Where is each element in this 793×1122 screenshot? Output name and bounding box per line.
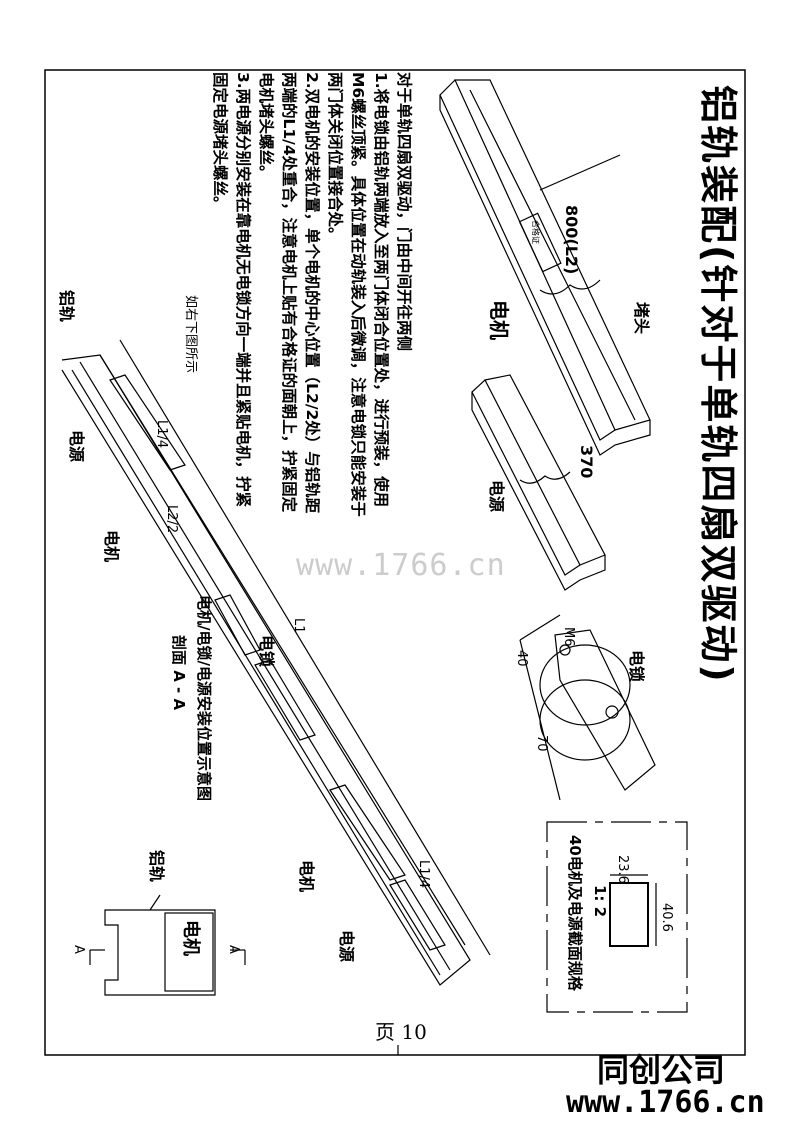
motor-length-label: 800(L2) bbox=[562, 205, 581, 275]
cross-section-rail-label: 铝轨 bbox=[147, 850, 166, 883]
note-line: 对于单轨四扇双驱动，门由中间开往两侧 bbox=[395, 72, 413, 352]
assembly-notes: 对于单轨四扇双驱动，门由中间开往两侧 1.将电锁由铝轨两端放入至两门体闭合位置处… bbox=[208, 72, 415, 517]
see-figure-note: 如右下图所示 bbox=[183, 295, 198, 374]
certificate-sticker: 合格证 bbox=[531, 220, 540, 244]
l1-quarter-right-label: L1/4 bbox=[416, 860, 431, 889]
end-cap-label: 堵头 bbox=[632, 302, 651, 335]
rail-label: 铝轨 bbox=[57, 290, 76, 323]
power-label: 电源 bbox=[487, 480, 506, 513]
power-part-drawing bbox=[471, 374, 606, 591]
power-right-label: 电源 bbox=[337, 930, 356, 963]
l1-label: L1 bbox=[291, 618, 306, 634]
lock-label: 电锁 bbox=[627, 650, 646, 683]
note-line: 电机堵头螺丝。 bbox=[257, 72, 275, 181]
profile-spec-drawing bbox=[546, 821, 688, 1013]
lock-position-label: 电锁 bbox=[257, 635, 276, 668]
section-arrow-left: A bbox=[71, 945, 86, 954]
lock-width-label: 40 bbox=[514, 650, 529, 667]
assembly-caption: 电机/电锁/电源安装位置示意图 bbox=[195, 595, 213, 801]
cross-section-motor-label: 电机 bbox=[180, 920, 201, 956]
brand-name: 同创公司 bbox=[597, 1051, 726, 1089]
note-line: 两门体关闭位置接合处。 bbox=[326, 72, 344, 243]
profile-caption: 40电机及电源截面规格 bbox=[566, 835, 584, 991]
profile-scale: 1: 2 bbox=[591, 885, 609, 918]
motor-left-label: 电机 bbox=[102, 530, 121, 563]
note-line: M6螺丝顶紧。具体位置在动轨装入后微调，注意电锁只能安装于 bbox=[349, 72, 367, 517]
note-line: 2.双电机的安装位置，单个电机的中心位置（L2/2处）与铝轨距 bbox=[303, 72, 321, 514]
note-line: 固定电源堵头螺丝。 bbox=[211, 72, 229, 212]
motor-right-label: 电机 bbox=[297, 860, 316, 893]
cross-section-drawing bbox=[89, 894, 246, 996]
lock-length-label: 70 bbox=[534, 735, 549, 752]
brand-site: www.1766.cn bbox=[566, 1085, 765, 1120]
sheet-title: 铝轨装配(针对于单轨四扇双驱动) bbox=[696, 85, 740, 684]
watermark: www.1766.cn bbox=[296, 548, 506, 583]
profile-height-dimension: 40.6 bbox=[659, 903, 674, 932]
drawing-frame bbox=[44, 69, 746, 1056]
section-caption: 剖面 A - A bbox=[170, 635, 188, 711]
section-arrow-right: A bbox=[226, 945, 241, 954]
motor-label: 电机 bbox=[487, 300, 511, 340]
note-line: 1.将电锁由铝轨两端放入至两门体闭合位置处，进行预装，使用 bbox=[372, 72, 390, 508]
lock-part-drawing bbox=[519, 614, 656, 801]
motor-part-drawing bbox=[439, 79, 651, 456]
assembly-rail-drawing bbox=[61, 339, 491, 986]
l2-half-label: L2/2 bbox=[164, 505, 179, 534]
page-number: 页 10 bbox=[375, 1020, 427, 1044]
note-line: 3.两电源分别安装在靠电机无电锁方向一端并且紧贴电机，拧紧 bbox=[234, 72, 252, 508]
lock-screw-label: M6 bbox=[561, 627, 576, 647]
power-length-label: 370 bbox=[577, 445, 596, 479]
power-left-label: 电源 bbox=[67, 430, 86, 463]
note-line: 两端的L1/4处重合，注意电机上贴有合格证的面朝上，拧紧固定 bbox=[280, 72, 298, 513]
l1-quarter-left-label: L1/4 bbox=[154, 420, 169, 449]
profile-width-dimension: 23.6 bbox=[615, 855, 630, 884]
